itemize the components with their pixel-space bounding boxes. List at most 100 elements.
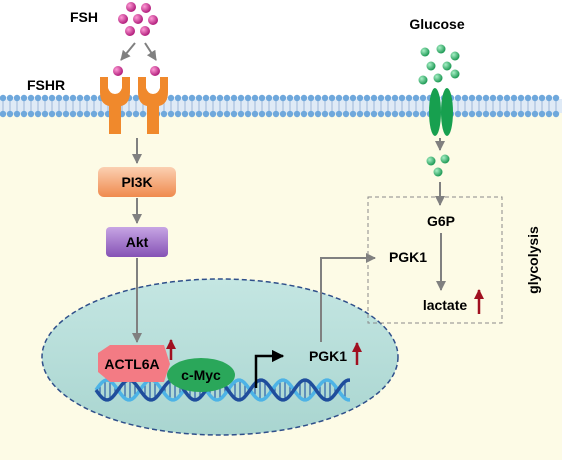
fsh-particle-icon: [148, 15, 158, 25]
cmyc-shape: [167, 358, 235, 392]
glucose-particle-icon: [420, 47, 430, 57]
lipid-head: [300, 110, 308, 118]
lipid-head: [335, 110, 343, 118]
lipid-head: [307, 110, 315, 118]
fsh-particle-icon: [125, 26, 135, 36]
lipid-head: [244, 94, 252, 102]
lactate-label: lactate: [423, 297, 468, 313]
lipid-head: [531, 110, 539, 118]
lipid-head: [384, 110, 392, 118]
lipid-head: [363, 94, 371, 102]
lipid-head: [496, 110, 504, 118]
lipid-head: [83, 110, 91, 118]
lipid-head: [76, 94, 84, 102]
lipid-head: [188, 110, 196, 118]
lipid-head: [69, 110, 77, 118]
dna-strand: [94, 378, 350, 402]
lipid-head: [538, 94, 546, 102]
lipid-head: [6, 94, 14, 102]
lipid-head: [48, 110, 56, 118]
glucose-label: Glucose: [409, 16, 464, 32]
lipid-head: [321, 110, 329, 118]
lipid-head: [48, 94, 56, 102]
lipid-head: [356, 94, 364, 102]
lipid-head: [531, 94, 539, 102]
pi3k-label: PI3K: [121, 174, 152, 190]
lipid-head: [538, 110, 546, 118]
lipid-head: [41, 110, 49, 118]
lipid-head: [181, 110, 189, 118]
fsh-particle-icon: [141, 3, 151, 13]
pi3k-box: [98, 167, 176, 197]
lipid-head: [132, 110, 140, 118]
lipid-head: [384, 94, 392, 102]
glucose-particle-icon: [450, 69, 460, 79]
lipid-head: [552, 110, 560, 118]
lipid-head: [510, 94, 518, 102]
lipid-head: [503, 110, 511, 118]
lipid-head: [356, 110, 364, 118]
membrane-core: [0, 99, 562, 113]
lipid-head: [167, 110, 175, 118]
lipid-head: [286, 94, 294, 102]
lipid-head: [265, 110, 273, 118]
lipid-head: [139, 110, 147, 118]
lipid-head: [62, 94, 70, 102]
lipid-head: [517, 94, 525, 102]
lipid-head: [489, 110, 497, 118]
lipid-head: [55, 94, 63, 102]
lipid-head: [461, 94, 469, 102]
lipid-head: [342, 94, 350, 102]
lipid-head: [545, 110, 553, 118]
glucose-particle-icon: [442, 61, 452, 71]
lipid-head: [552, 94, 560, 102]
fsh-particle-icon: [133, 14, 143, 24]
pgk1-protein-label: PGK1: [389, 249, 427, 265]
lipid-head: [76, 110, 84, 118]
lipid-head: [335, 94, 343, 102]
lipid-head: [398, 94, 406, 102]
lipid-head: [321, 94, 329, 102]
lipid-head: [503, 94, 511, 102]
cell-membrane: [0, 94, 562, 118]
lipid-head: [398, 110, 406, 118]
lipid-head: [202, 110, 210, 118]
transcription-start-arrow: [254, 349, 285, 388]
lipid-head: [132, 94, 140, 102]
lipid-head: [223, 110, 231, 118]
fshr-receptor-icon: [100, 77, 130, 134]
lipid-head: [412, 110, 420, 118]
pgk1-export-arrow: [320, 253, 376, 342]
glucose-particle-icon: [433, 167, 443, 177]
lipid-head: [377, 110, 385, 118]
glucose-particle-icon: [450, 51, 460, 61]
lipid-head: [237, 110, 245, 118]
lipid-head: [41, 94, 49, 102]
fsh-particles: [118, 2, 158, 36]
lipid-head: [13, 110, 21, 118]
akt-box: [106, 227, 168, 257]
lipid-head: [482, 110, 490, 118]
lipid-head: [13, 94, 21, 102]
glucose-particle-icon: [440, 154, 450, 164]
fsh-label: FSH: [70, 9, 98, 25]
fsh-to-receptor-arrow-right: [144, 42, 157, 61]
lipid-head: [293, 94, 301, 102]
lipid-head: [83, 94, 91, 102]
lipid-head: [251, 94, 259, 102]
fshr-receptor-icon: [138, 77, 168, 134]
akt-label: Akt: [126, 234, 149, 250]
g6p-label: G6P: [427, 213, 455, 229]
lipid-head: [475, 110, 483, 118]
lipid-head: [251, 110, 259, 118]
lipid-head: [69, 94, 77, 102]
lipid-head: [174, 94, 182, 102]
lipid-head: [258, 110, 266, 118]
fsh-to-receptor-arrow-left: [120, 42, 136, 61]
bound-fsh-icon: [150, 66, 160, 76]
lipid-head: [286, 110, 294, 118]
lipid-head: [272, 110, 280, 118]
lipid-head: [342, 110, 350, 118]
